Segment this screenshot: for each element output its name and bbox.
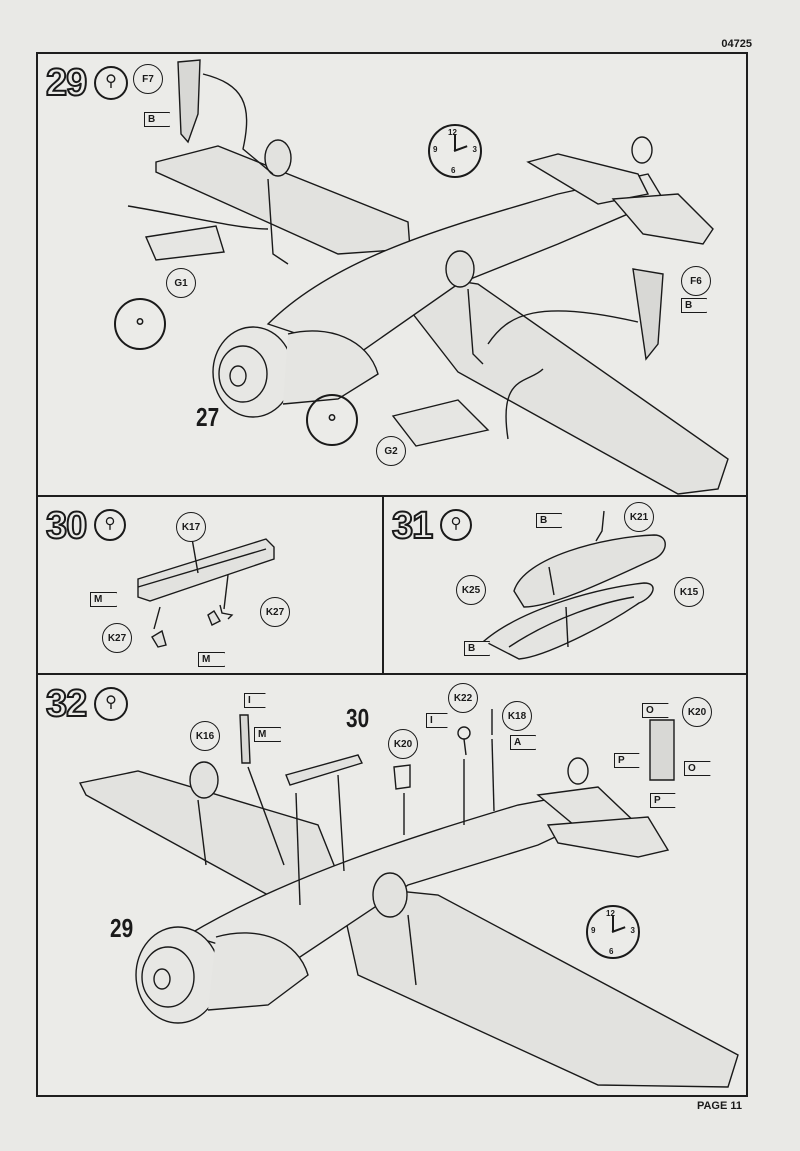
paint-flag-p: P: [614, 753, 640, 768]
step-number: 29: [45, 62, 88, 104]
part-callout-f6: F6: [681, 266, 711, 296]
part-callout-k20: K20: [682, 697, 712, 727]
step-29-drawing: [127, 59, 729, 495]
part-callout-k20: K20: [388, 729, 418, 759]
clock-icon: 12 3 6 9: [428, 124, 482, 178]
step-30-drawing: [137, 526, 275, 648]
paint-flag-o: O: [684, 761, 711, 776]
clock-numeral: 3: [630, 926, 635, 935]
clock-numeral: 3: [472, 145, 477, 154]
clock-numeral: 9: [433, 145, 438, 154]
part-callout-k17: K17: [176, 512, 206, 542]
part-callout-k22: K22: [448, 683, 478, 713]
clock-numeral: 6: [609, 947, 614, 956]
step-31-drawing: [482, 510, 666, 660]
step-number: 32: [45, 683, 88, 725]
step-number: 31: [391, 505, 434, 547]
step-number: 30: [45, 505, 88, 547]
page-number: PAGE 11: [696, 1100, 742, 1112]
glue-icon: ⚲: [94, 66, 128, 100]
part-callout-k16: K16: [190, 721, 220, 751]
decal-icon: ⚬: [306, 394, 358, 446]
step-32-drawing: [78, 709, 739, 1088]
glue-icon: ⚲: [94, 509, 126, 541]
step-29-panel: 29 ⚲ F7 B G1 F6 B G2 27 12 3 6 9 ⚬ ⚬: [36, 52, 748, 497]
paint-flag-a: A: [510, 735, 537, 750]
part-callout-k27: K27: [102, 623, 132, 653]
part-callout-f7: F7: [133, 64, 163, 94]
part-callout-g2: G2: [376, 436, 406, 466]
paint-flag-m: M: [254, 727, 282, 742]
assembly-reference: 27: [196, 402, 220, 432]
assembly-reference: 29: [110, 913, 134, 943]
step-32-panel: 32 ⚲ K16 K22 K18 K20 K20 I M I A O O P P…: [36, 673, 748, 1097]
part-callout-k18: K18: [502, 701, 532, 731]
part-callout-k27: K27: [260, 597, 290, 627]
glue-icon: ⚲: [440, 509, 472, 541]
decal-icon: ⚬: [114, 298, 166, 350]
part-callout-k25: K25: [456, 575, 486, 605]
clock-numeral: 6: [451, 166, 456, 175]
clock-numeral: 12: [606, 909, 615, 918]
assembly-reference: 30: [346, 703, 370, 733]
document-code: 04725: [721, 38, 752, 50]
part-callout-k15: K15: [674, 577, 704, 607]
part-callout-k21: K21: [624, 502, 654, 532]
part-callout-g1: G1: [166, 268, 196, 298]
step-31-panel: 31 ⚲ K21 K25 K15 B B: [382, 495, 748, 675]
clock-numeral: 12: [448, 128, 457, 137]
clock-icon: 12 3 6 9: [586, 905, 640, 959]
step-30-panel: 30 ⚲ K17 K27 K27 M M: [36, 495, 384, 675]
clock-numeral: 9: [591, 926, 596, 935]
paint-flag-m: M: [90, 592, 118, 607]
glue-icon: ⚲: [94, 687, 128, 721]
paint-flag-i: I: [244, 693, 266, 708]
paint-flag-o: O: [642, 703, 669, 718]
